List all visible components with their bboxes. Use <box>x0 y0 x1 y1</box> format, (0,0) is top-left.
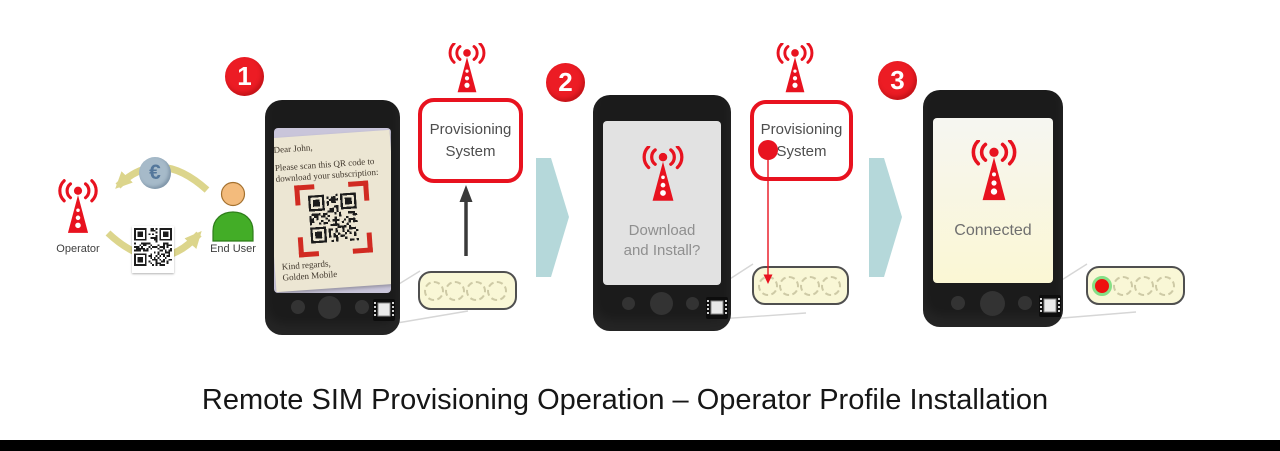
provisioning-label-line2: System <box>776 142 827 160</box>
profile-slot-empty <box>821 275 841 296</box>
phone-button <box>1018 296 1032 310</box>
provisioning-system-box-2: Provisioning System <box>750 100 853 181</box>
phone-step-1: Dear John, Please scan this QR code to d… <box>265 100 400 335</box>
sim-chip-icon <box>1037 294 1063 318</box>
profile-slot-empty <box>487 280 507 301</box>
qr-frame-corner <box>351 232 374 255</box>
phone-1-screen: Dear John, Please scan this QR code to d… <box>274 128 391 293</box>
screen-antenna-icon <box>969 140 1019 206</box>
request-arrow-up <box>459 185 473 256</box>
bottom-bar <box>0 440 1280 451</box>
profile-slot-empty <box>445 280 465 301</box>
phone-home-button <box>980 291 1005 316</box>
screen-status-text: Connected <box>954 222 1032 239</box>
profile-slot-downloading <box>758 275 778 296</box>
qr-code-icon <box>132 226 174 273</box>
phone-button <box>355 300 369 314</box>
sim-slot-step-3 <box>1086 266 1185 305</box>
chevron-arrow-1 <box>536 158 569 277</box>
sim-chip-icon <box>704 296 730 320</box>
step-badge-3: 3 <box>878 61 917 100</box>
phone-2-screen: Download and Install? <box>603 121 721 285</box>
euro-symbol: € <box>149 161 161 184</box>
screen-prompt-line2: and Install? <box>623 242 701 260</box>
diagram-title: Remote SIM Provisioning Operation – Oper… <box>201 384 1049 416</box>
profile-slot-empty <box>779 275 799 296</box>
provisioning-label-line2: System <box>445 142 496 160</box>
qr-frame-corner <box>294 184 316 206</box>
end-user-label: End User <box>210 243 256 255</box>
operator-label: Operator <box>56 243 100 255</box>
phone-button <box>951 296 965 310</box>
profile-slot-empty <box>424 280 444 301</box>
screen-antenna-icon <box>640 146 686 206</box>
step-badge-2: 2 <box>546 63 585 102</box>
phone-step-3: Connected <box>923 90 1063 327</box>
subscription-letter: Dear John, Please scan this QR code to d… <box>274 129 391 293</box>
phone-button <box>622 297 635 310</box>
provisioning-label-line1: Provisioning <box>760 120 843 138</box>
profile-slot-empty <box>1155 275 1175 296</box>
euro-coin-icon: € <box>139 157 171 189</box>
profile-slot-installed <box>1092 275 1112 296</box>
phone-3-screen: Connected <box>933 118 1053 283</box>
step-badge-1: 1 <box>225 57 264 96</box>
operator-antenna-icon <box>56 178 100 240</box>
qr-code-scannable <box>294 180 374 258</box>
profile-slot-empty <box>1134 275 1154 296</box>
phone-home-button <box>650 292 673 315</box>
provisioning-label-line1: Provisioning <box>429 120 512 138</box>
screen-prompt-line1: Download <box>628 222 696 239</box>
profile-slot-empty <box>1113 275 1133 296</box>
phone-home-button <box>318 296 341 319</box>
sim-chip-icon <box>371 298 397 322</box>
phone-button <box>291 300 305 314</box>
profile-slot-empty <box>466 280 486 301</box>
sim-slot-step-1 <box>418 271 517 310</box>
end-user-icon <box>212 181 254 242</box>
phone-step-2: Download and Install? <box>593 95 731 331</box>
chevron-arrow-2 <box>869 158 902 277</box>
sim-slot-step-2 <box>752 266 849 305</box>
provisioning-system-box-1: Provisioning System <box>418 98 523 183</box>
qr-frame-corner <box>348 180 370 203</box>
profile-slot-empty <box>800 275 820 296</box>
letter-greeting: Dear John, <box>274 142 313 155</box>
provisioning-antenna-icon-2 <box>773 43 817 97</box>
qr-frame-corner <box>297 236 320 258</box>
phone-button <box>686 297 699 310</box>
provisioning-antenna-icon-1 <box>445 43 489 97</box>
